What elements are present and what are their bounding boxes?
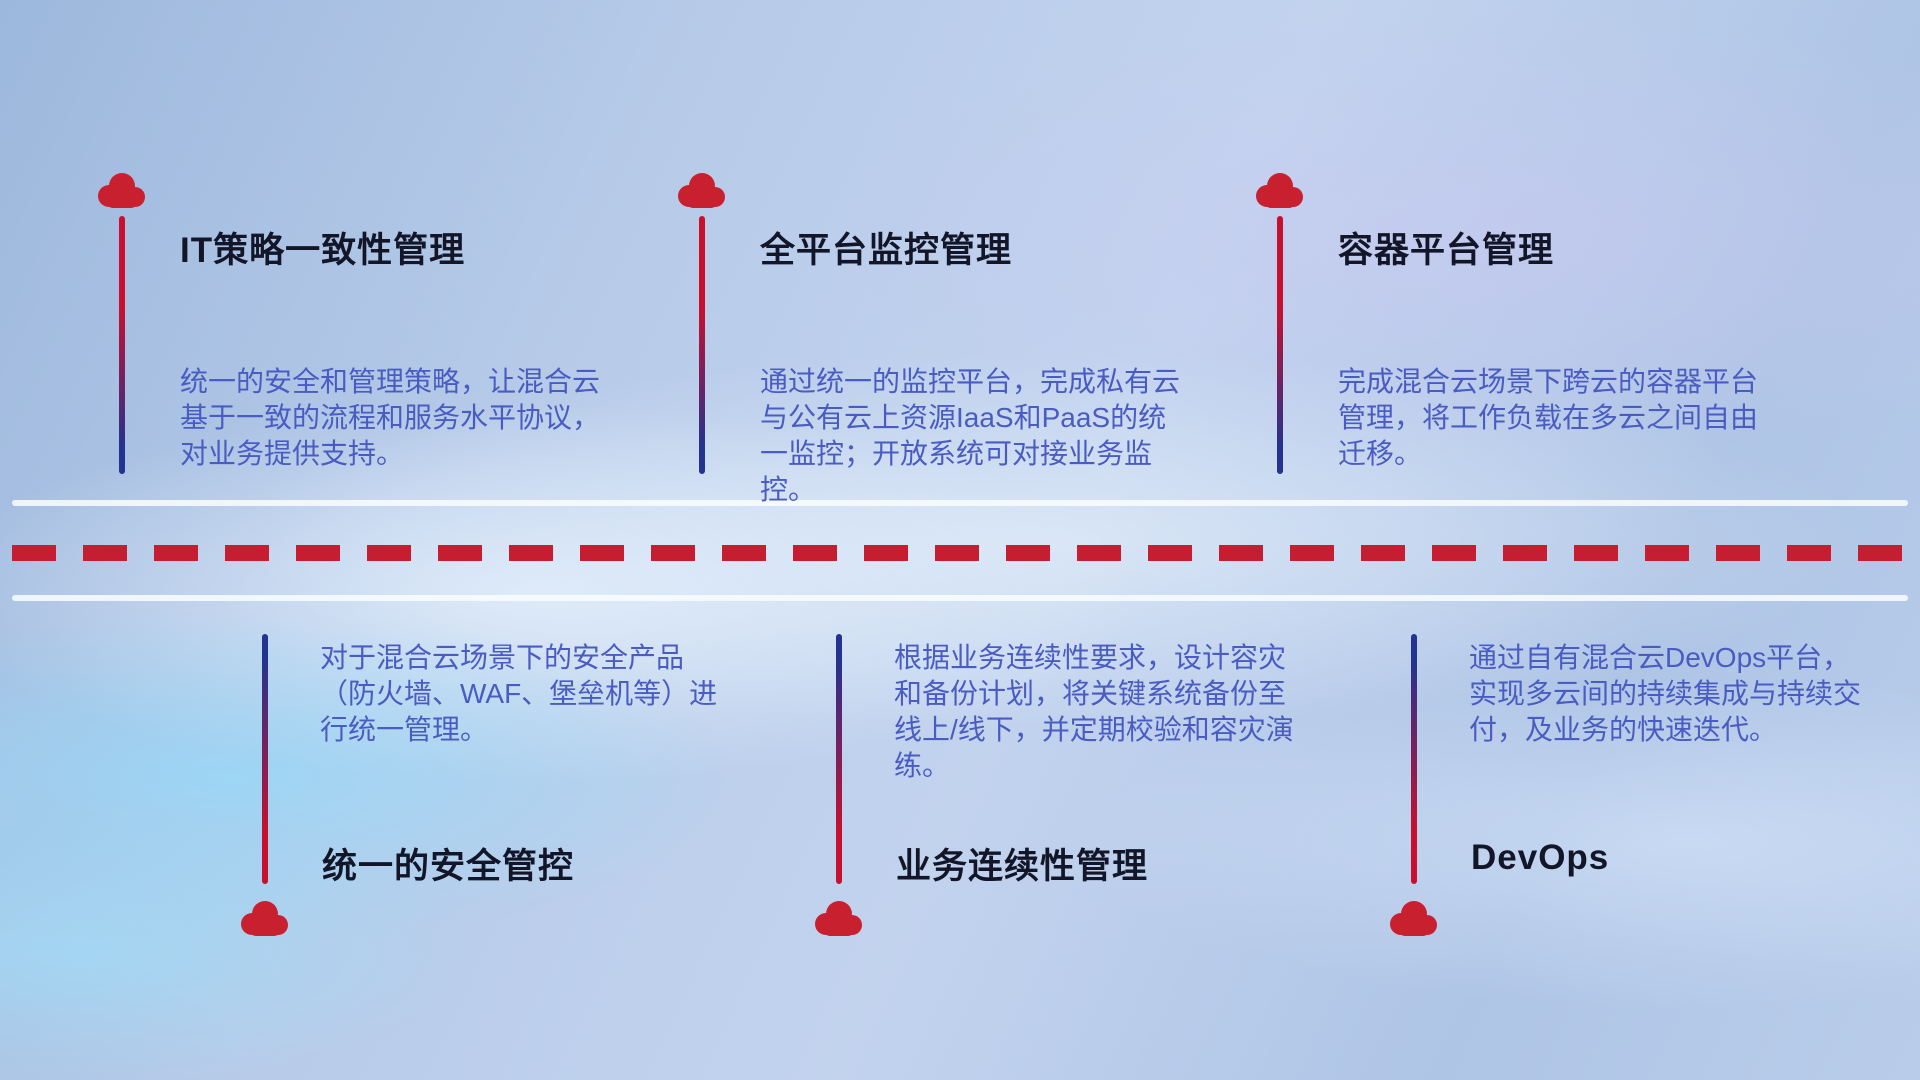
timeline-rail: [262, 634, 268, 884]
feature-title: DevOps: [1471, 838, 1610, 877]
cloud-icon: [241, 901, 288, 936]
feature-description: 对于混合云场景下的安全产品（防火墙、WAF、堡垒机等）进行统一管理。: [320, 642, 718, 745]
feature-description: 通过统一的监控平台，完成私有云与公有云上资源IaaS和PaaS的统一监控；开放系…: [760, 366, 1181, 505]
timeline-rail: [1277, 216, 1283, 474]
feature-title: 容器平台管理: [1338, 231, 1555, 270]
timeline-rail: [699, 216, 705, 474]
timeline-rail: [1411, 634, 1417, 884]
divider-solid-line-bottom: [12, 595, 1908, 601]
cloud-icon: [678, 173, 725, 208]
feature-title: 统一的安全管控: [322, 847, 575, 886]
feature-title: IT策略一致性管理: [180, 231, 466, 270]
cloud-icon: [1390, 901, 1437, 936]
feature-description: 通过自有混合云DevOps平台，实现多云间的持续集成与持续交付，及业务的快速迭代…: [1469, 642, 1862, 745]
cloud-icon: [815, 901, 862, 936]
feature-description: 根据业务连续性要求，设计容灾和备份计划，将关键系统备份至线上/线下，并定期校验和…: [894, 642, 1294, 781]
feature-description: 统一的安全和管理策略，让混合云基于一致的流程和服务水平协议，对业务提供支持。: [180, 366, 601, 469]
feature-title: 全平台监控管理: [760, 231, 1013, 270]
cloud-icon: [98, 173, 145, 208]
divider-dashed-line: [12, 545, 1908, 561]
feature-title: 业务连续性管理: [896, 847, 1149, 886]
timeline-rail: [119, 216, 125, 474]
cloud-icon: [1256, 173, 1303, 208]
feature-description: 完成混合云场景下跨云的容器平台管理，将工作负载在多云之间自由迁移。: [1338, 366, 1759, 469]
timeline-rail: [836, 634, 842, 884]
divider-solid-line-top: [12, 500, 1908, 506]
